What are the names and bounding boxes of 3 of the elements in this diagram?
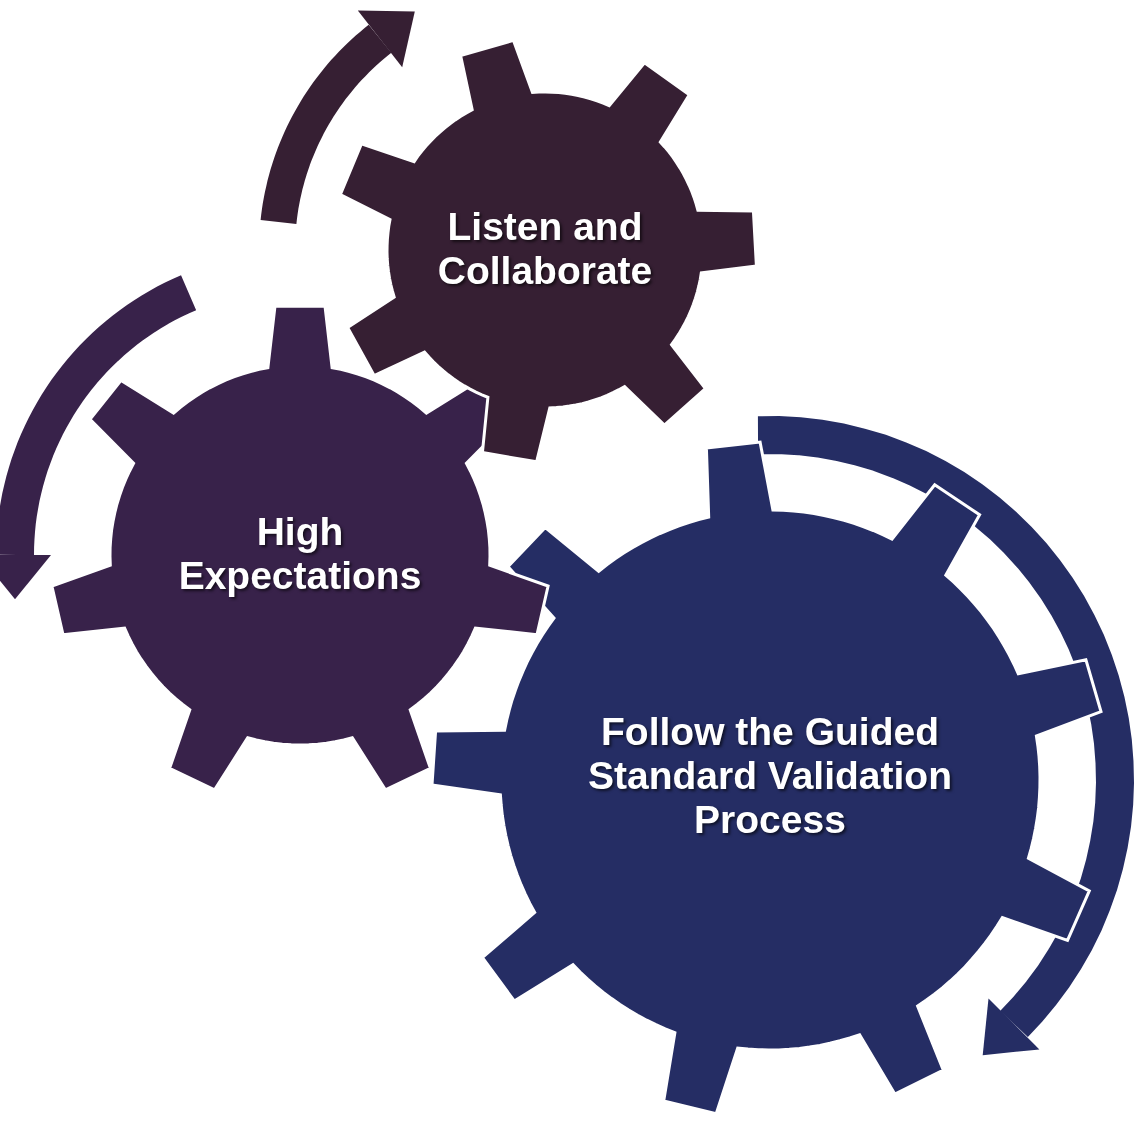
gear-label: High Expectations bbox=[177, 510, 423, 598]
gear-label: Follow the Guided Standard Validation Process bbox=[586, 710, 954, 842]
gear-label: Listen and Collaborate bbox=[436, 205, 654, 293]
